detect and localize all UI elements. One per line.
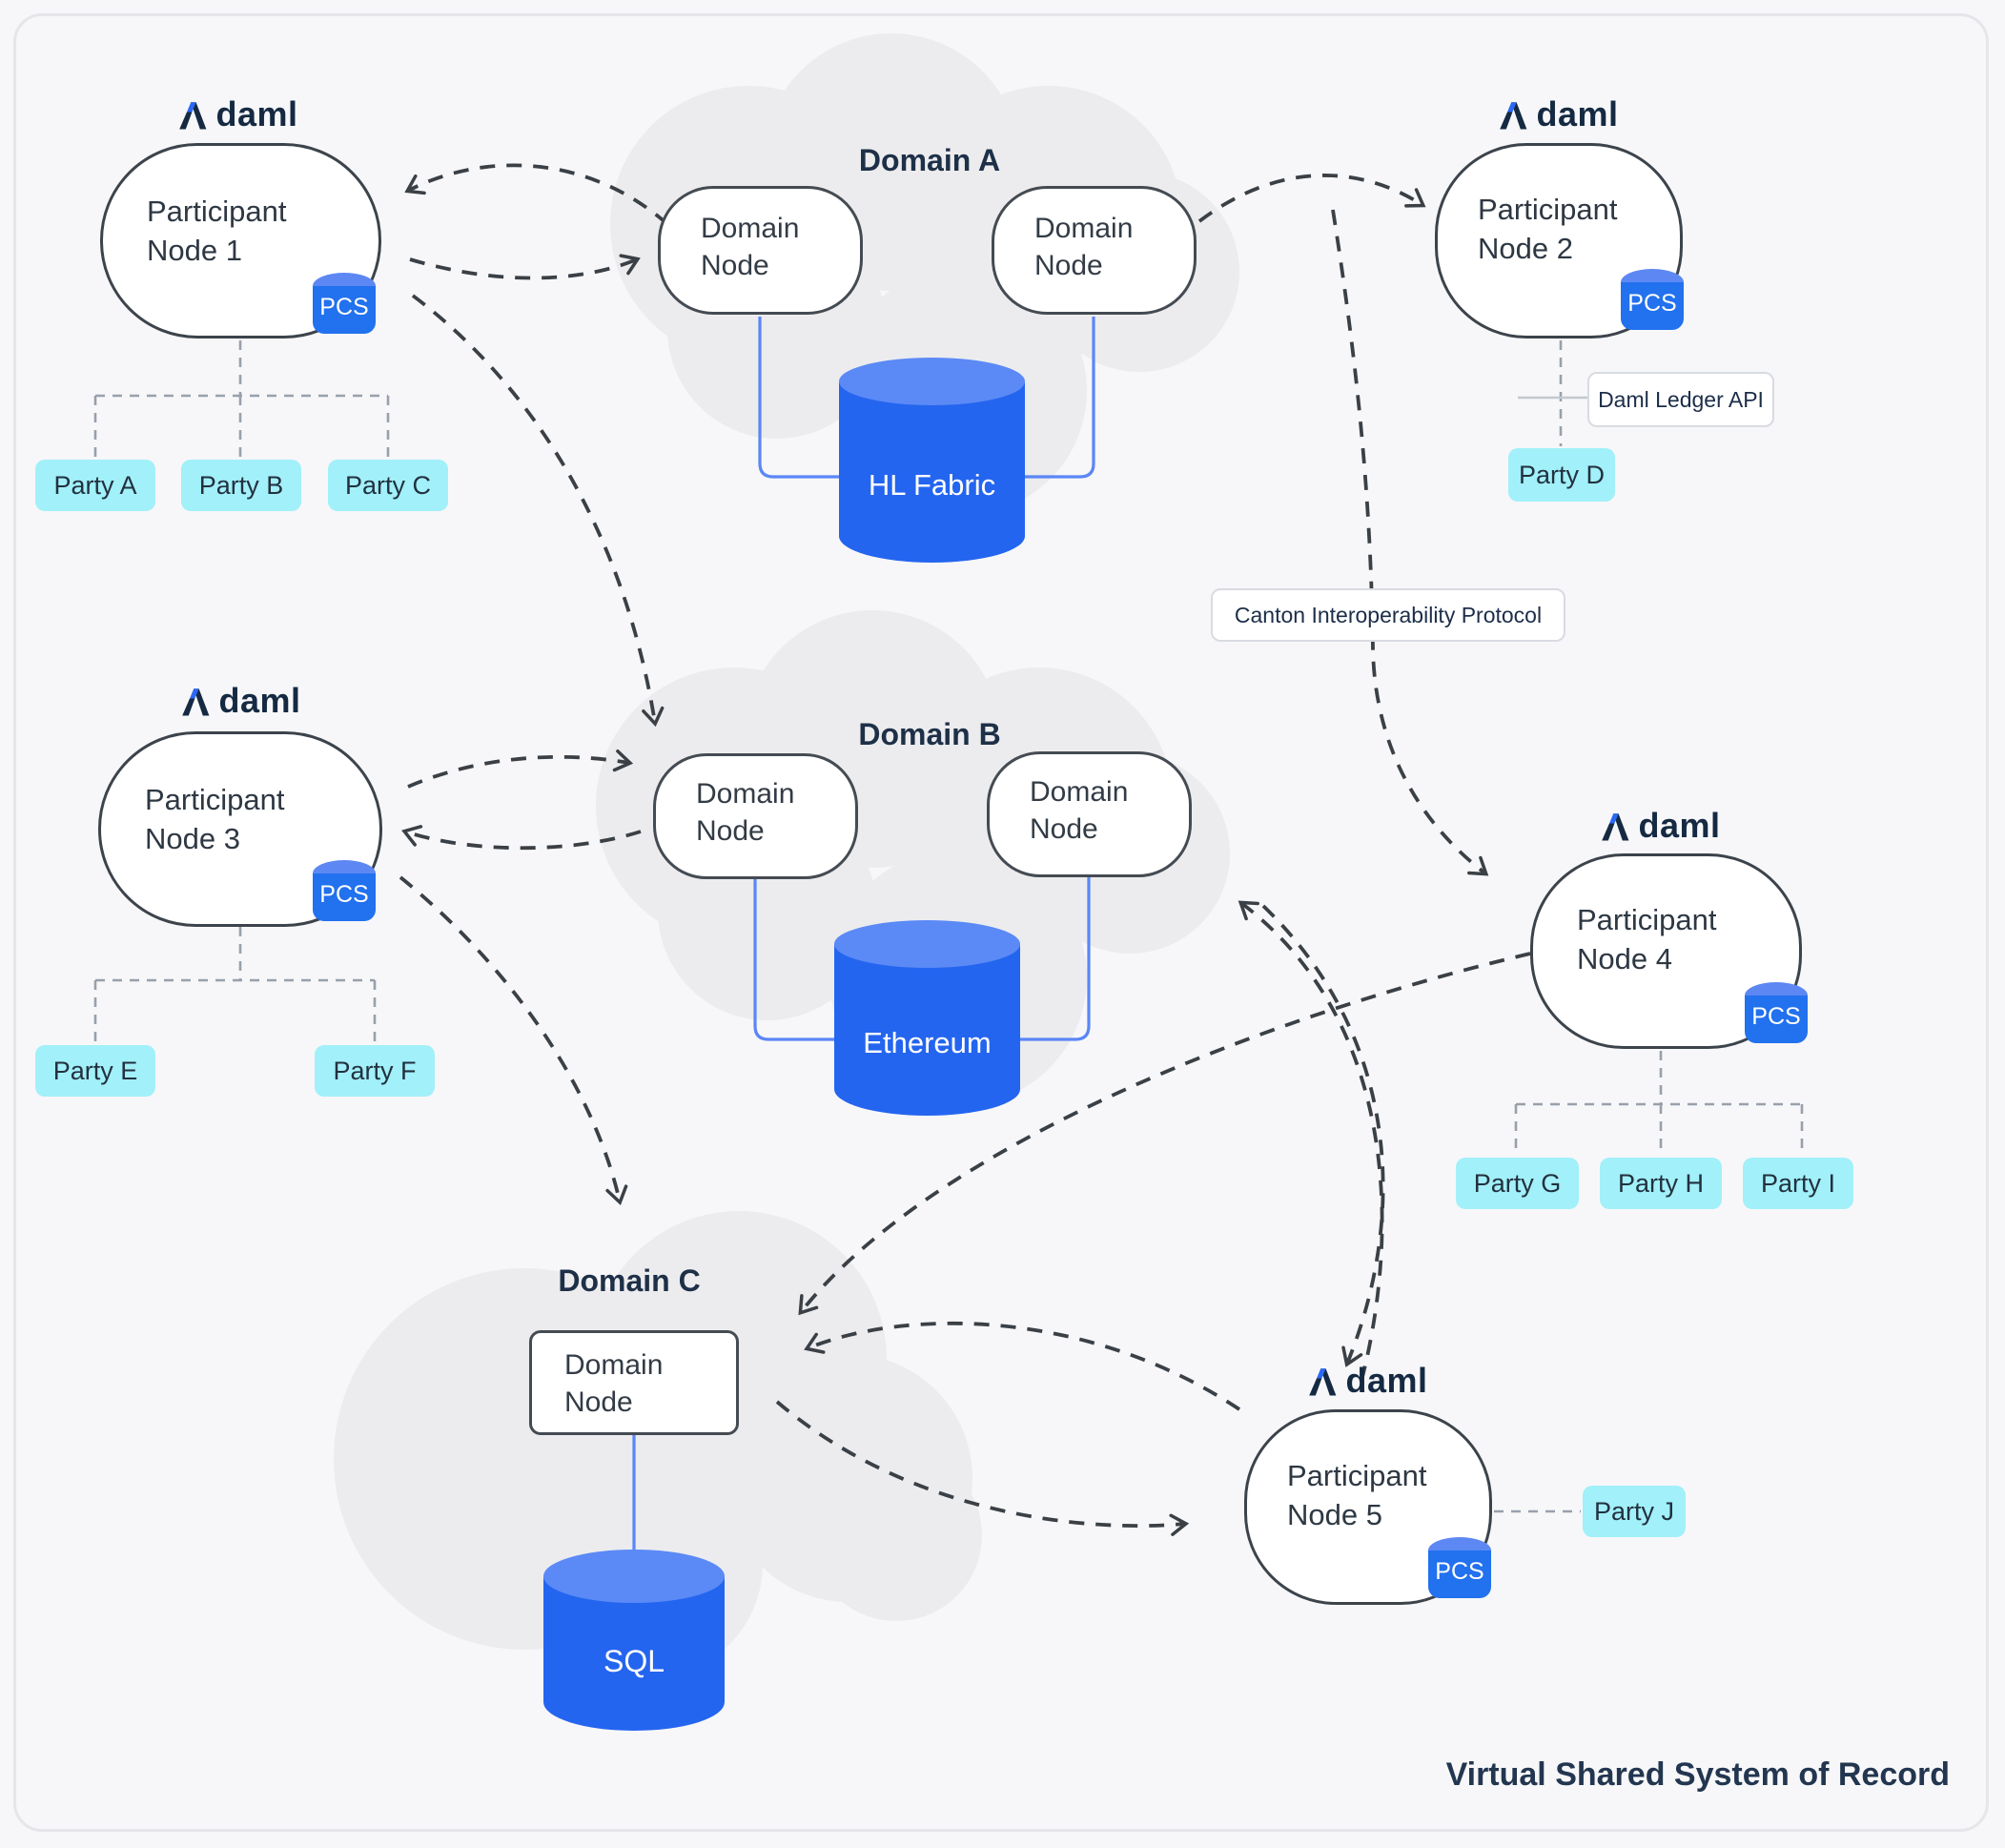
party-g: Party G <box>1456 1158 1579 1209</box>
participant-node-5-label: Participant Node 5 <box>1287 1459 1427 1531</box>
hl-fabric-label: HL Fabric <box>868 468 996 503</box>
participant-node-2-label: Participant Node 2 <box>1478 193 1618 265</box>
pcs-badge-label: PCS <box>1435 1558 1484 1585</box>
pcs-badge-label: PCS <box>1627 290 1677 317</box>
party-h: Party H <box>1600 1158 1722 1209</box>
daml-logo-text: daml <box>215 94 298 133</box>
hl-fabric-cylinder-icon: HL Fabric <box>839 358 1025 563</box>
domain-b-node-1: Domain Node <box>653 753 858 879</box>
domain-b-node-2-label: Domain Node <box>1030 776 1129 845</box>
daml-ledger-api-tag: Daml Ledger API <box>1587 372 1774 427</box>
party-b: Party B <box>181 460 301 511</box>
party-a: Party A <box>35 460 155 511</box>
party-g-label: Party G <box>1473 1168 1562 1198</box>
ethereum-label: Ethereum <box>863 1025 992 1059</box>
domain-b-label: Domain B <box>858 717 1001 751</box>
party-e: Party E <box>35 1045 155 1097</box>
domain-c-node-1: Domain Node <box>529 1330 739 1435</box>
domain-a-node-2-label: Domain Node <box>1034 213 1134 281</box>
diagram-title: Virtual Shared System of Record <box>1445 1756 1950 1793</box>
pcs-badge-label: PCS <box>319 294 369 320</box>
canton-protocol-label: Canton Interoperability Protocol <box>1234 602 1543 627</box>
daml-logo-text: daml <box>1638 806 1721 845</box>
participant-node-4-label: Participant Node 4 <box>1577 903 1717 975</box>
pcs-badge-icon: PCS <box>313 273 376 334</box>
daml-logo-text: daml <box>1345 1361 1428 1400</box>
pcs-badge-label: PCS <box>1751 1003 1801 1030</box>
daml-lambda-icon <box>1500 101 1527 129</box>
party-b-label: Party B <box>198 470 284 500</box>
domain-b-node-2: Domain Node <box>987 751 1192 877</box>
domain-b-node-1-label: Domain Node <box>696 778 795 847</box>
domain-a-node-1-label: Domain Node <box>701 213 800 281</box>
daml-lambda-icon <box>1309 1367 1337 1395</box>
party-i-label: Party I <box>1760 1168 1836 1198</box>
party-h-label: Party H <box>1617 1168 1705 1198</box>
pcs-badge-icon: PCS <box>1621 269 1684 330</box>
daml-logo: daml <box>1287 1360 1449 1402</box>
pcs-badge-icon: PCS <box>313 860 376 921</box>
daml-logo-text: daml <box>218 681 301 720</box>
sql-label: SQL <box>603 1643 665 1678</box>
domain-a-node-1: Domain Node <box>658 186 863 315</box>
daml-ledger-api-label: Daml Ledger API <box>1598 386 1764 412</box>
domain-a-label: Domain A <box>858 143 1001 177</box>
party-c: Party C <box>328 460 448 511</box>
daml-logo: daml <box>157 93 319 135</box>
party-e-label: Party E <box>52 1056 138 1085</box>
party-f-label: Party F <box>333 1056 417 1085</box>
participant-node-3-label: Participant Node 3 <box>145 783 285 855</box>
daml-logo: daml <box>1580 805 1742 847</box>
party-d: Party D <box>1508 448 1615 502</box>
daml-logo: daml <box>160 680 322 722</box>
domain-c-label: Domain C <box>558 1263 701 1298</box>
daml-lambda-icon <box>179 101 207 129</box>
party-i: Party I <box>1743 1158 1853 1209</box>
party-j: Party J <box>1583 1486 1686 1537</box>
ethereum-cylinder-icon: Ethereum <box>834 920 1020 1116</box>
party-a-label: Party A <box>53 470 137 500</box>
participant-node-1-label: Participant Node 1 <box>147 195 287 267</box>
canton-protocol-tag: Canton Interoperability Protocol <box>1211 588 1565 642</box>
party-f: Party F <box>315 1045 435 1097</box>
domain-c-node-1-label: Domain Node <box>564 1349 664 1418</box>
pcs-badge-icon: PCS <box>1428 1537 1491 1598</box>
daml-lambda-icon <box>182 688 210 715</box>
party-c-label: Party C <box>344 470 432 500</box>
party-connectors <box>93 340 1804 1513</box>
daml-logo: daml <box>1478 93 1640 135</box>
ledger-connectors <box>632 317 1095 1550</box>
pcs-badge-icon: PCS <box>1745 982 1808 1043</box>
daml-logo-text: daml <box>1536 94 1619 133</box>
sql-cylinder-icon: SQL <box>543 1550 725 1731</box>
daml-lambda-icon <box>1602 812 1629 840</box>
pcs-badge-label: PCS <box>319 881 369 908</box>
party-d-label: Party D <box>1518 460 1606 489</box>
party-j-label: Party J <box>1593 1496 1675 1526</box>
domain-a-node-2: Domain Node <box>992 186 1197 315</box>
